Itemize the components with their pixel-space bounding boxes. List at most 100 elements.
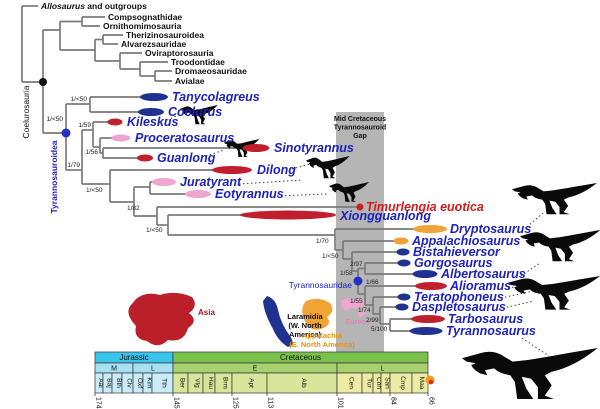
timescale-cell-label: Kim [146,377,153,388]
timescale-tick-label: 113 [267,397,274,408]
timescale-cell-label: Maa [418,377,425,390]
taxon-label-bistahieversor: Bistahieversor [413,245,501,259]
timescale-cell-label: E [253,366,258,373]
tyrannosauroidea-node-dot [61,128,71,138]
range-ellipse-proceratosaurus [111,134,131,142]
taxon-label-dromaeosauridae: Dromaeosauridae [175,66,247,76]
range-ellipse-coelurus [138,108,164,116]
taxon-label-alvarezsauridae: Alvarezsauridae [121,39,186,49]
taxon-label-allosaurus-outgroups: Allosaurus and outgroups [40,1,147,11]
timescale-cell-label: L [151,366,155,373]
taxon-label-daspletosaurus: Daspletosaurus [412,300,506,314]
timescale-tick-label: 84 [390,397,397,405]
gap-band-label: Tyrannosauroid [334,125,386,132]
europe-landmass [341,298,366,317]
asia-label: Asia [198,308,215,317]
gap-band-label: Mid Cretaceous [334,116,386,123]
appalachia-label: Appalachia [302,331,343,340]
laramidia-label: America) [289,330,322,339]
support-value: 1/82 [127,205,140,212]
eotyrannus-pointer [276,193,328,197]
timescale-tick-label: 66 [428,397,435,405]
range-ellipse-appalachiosaurus [393,237,409,245]
range-ellipse-albertosaurus [412,270,438,278]
taxon-label-juratyrant: Juratyrant [180,175,242,189]
taxon-label-oviraptorosauria: Oviraptorosauria [145,48,214,58]
europe-label: Europe [345,317,371,326]
support-value: 1/70 [316,238,329,245]
taxon-label-dilong: Dilong [257,163,296,177]
coelurosauria-label: Coelurosauria [21,85,31,138]
support-value: 2/99 [366,317,379,324]
support-value: 1/<50 [71,96,88,103]
taxon-label-gorgosaurus: Gorgosaurus [414,256,493,270]
taxon-label-compsognathidae: Compsognathidae [108,12,182,22]
range-ellipse-gorgosaurus [397,259,411,267]
laramidia-landmass [263,296,293,347]
taxon-label-xiongguanlong: Xiongguanlong [339,209,431,223]
support-value: 1/<50 [146,227,163,234]
taxon-label-guanlong: Guanlong [157,151,216,165]
kpg-extinction-marker-core [428,379,434,385]
taxon-label-timurlengia: Timurlengia euotica [366,200,484,214]
dino-silhouette-tyrannosaurus [462,348,598,399]
range-ellipse-dryptosaurus [413,225,447,233]
taxon-label-tarbosaurus: Tarbosaurus [448,312,523,326]
alioramus-pointer [507,283,536,289]
juratyrant-pointer [238,179,303,185]
timescale-cell-label: Aal [97,378,104,388]
timescale-cell-label: Jurassic [119,353,148,362]
taxon-label-sinotyrannus: Sinotyrannus [274,141,354,155]
timescale-cell-label: Con [375,377,382,389]
tyrannosauridae-label: Tyrannosauridae [289,280,353,290]
timescale-cell-label: Oxf [136,378,143,388]
timescale-cell-label: M [111,366,117,373]
range-ellipse-tyrannosaurus [409,327,443,335]
dino-silhouette-tyrannosaurinae [508,276,600,310]
range-ellipse-tarbosaurus [411,315,445,323]
timescale-tick-label: 125 [232,397,239,409]
timescale-cell-label: Tth [161,378,168,388]
taxon-label-dryptosaurus: Dryptosaurus [450,222,531,236]
range-ellipse-guanlong [137,154,153,162]
timescale-cell-label: Cmp [399,376,406,390]
timescale-cell-label: Ber [179,378,186,389]
timescale-tick-label: 174 [95,397,102,409]
timescale-cell-label: Cretaceous [280,353,321,362]
taxon-label-therizinosauroidea: Therizinosauroidea [126,30,204,40]
range-ellipse-daspletosaurus [395,303,409,311]
support-value: 1/55 [350,298,363,305]
timescale-cell-label: Clv [126,378,133,388]
appalachia-landmass [302,298,333,330]
taxon-label-tanycolagreus: Tanycolagreus [172,90,260,104]
timescale-cell-label: L [381,366,385,373]
range-ellipse-tanycolagreus [140,93,168,101]
taxon-label-teratophoneus: Teratophoneus [414,290,504,304]
timescale-cell-label: Alb [300,378,307,388]
timescale-cell-label: Brm [222,377,229,389]
range-ellipse-teratophoneus [397,293,411,301]
taxon-label-avialae: Avialae [175,76,205,86]
range-ellipse-xiongguanlong [240,210,336,220]
dino-silhouette-albertosaurus [520,230,600,262]
timescale-tick-label: 101 [337,397,344,409]
range-ellipse-kileskus [107,118,123,126]
guanlong-pointer [205,149,225,157]
timescale-cell-label: Vlg [194,378,201,388]
asia-landmass [128,292,195,346]
taxon-label-appalachiosaurus: Appalachiosaurus [411,234,520,248]
kileskus-pointer [166,113,182,121]
laramidia-label: (W. North [288,321,322,330]
timescale-cell-label: San [384,377,391,389]
taxon-label-coelurus: Coelurus [168,105,222,119]
tyrannosauridae-node-dot [353,276,363,286]
dilong-pointer [291,163,311,170]
range-ellipse-sinotyrannus [242,144,270,152]
taxon-label-ornithomimosauria: Ornithomimosauria [103,21,182,31]
appalachia-label: (E. North America) [289,340,355,349]
timescale-cell-label: Tur [366,378,373,388]
teratophoneus-pointer [500,290,534,299]
support-value: 1/58 [340,270,353,277]
range-ellipse-bistahieversor [396,248,410,256]
support-value: 1/<50 [86,187,103,194]
